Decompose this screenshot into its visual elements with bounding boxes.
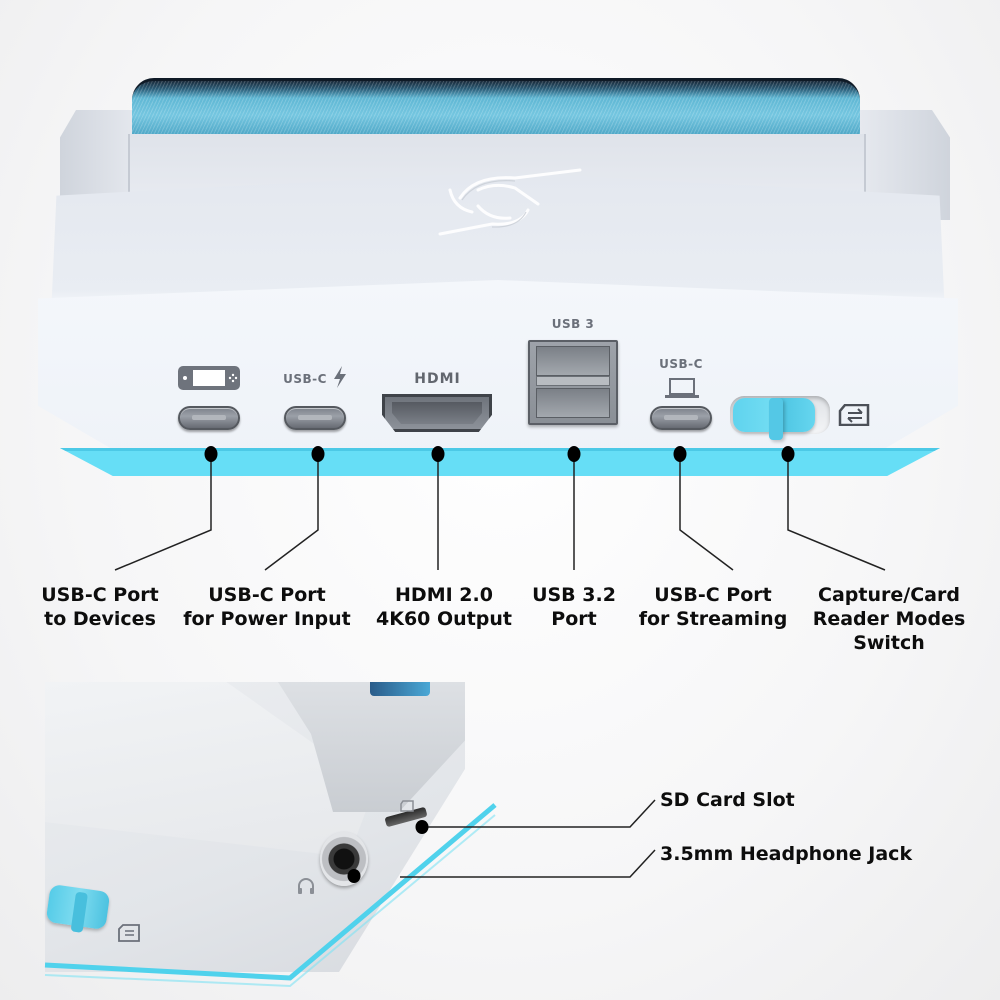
usb3-dual-port[interactable] — [528, 340, 618, 425]
callout-line: for Streaming — [638, 608, 788, 630]
callout-line: Switch — [853, 632, 925, 654]
callout-line: to Devices — [44, 608, 156, 630]
callout-line: Reader Modes — [812, 608, 966, 630]
side-dock-accent-stripe — [44, 803, 497, 988]
headphone-icon — [298, 878, 314, 894]
laptop-icon — [665, 378, 699, 398]
callout-sd-card-slot: SD Card Slot — [660, 789, 795, 811]
callout-usbc-devices: USB-C Port to Devices — [20, 583, 180, 631]
brand-swirl-logo-icon — [438, 168, 582, 236]
callout-usbc-power: USB-C Port for Power Input — [172, 583, 362, 631]
hdmi-label: HDMI — [414, 371, 461, 387]
side-callout-leader-lines — [400, 799, 656, 878]
callout-line: HDMI 2.0 — [395, 584, 493, 606]
card-swap-icon — [118, 924, 140, 942]
lightning-bolt-icon — [334, 366, 346, 388]
callout-line: 4K60 Output — [376, 608, 512, 630]
usb3-lower-slot[interactable] — [536, 388, 610, 418]
sd-card-icon — [400, 800, 414, 812]
callout-line: USB-C Port — [654, 584, 772, 606]
mode-switch-knob[interactable] — [733, 398, 815, 440]
callout-mode-switch: Capture/Card Reader Modes Switch — [804, 583, 974, 655]
usbc-devices-port[interactable] — [178, 406, 240, 430]
callout-leader-lines — [114, 446, 886, 571]
docked-console-screen-edge — [132, 78, 860, 138]
callout-line: USB 3.2 — [532, 584, 616, 606]
callout-headphone-jack: 3.5mm Headphone Jack — [660, 843, 913, 865]
callout-line: USB-C Port — [41, 584, 159, 606]
callout-usbc-streaming: USB-C Port for Streaming — [630, 583, 796, 631]
side-docked-console-edge — [370, 682, 430, 696]
headphone-callout-dot — [347, 869, 361, 883]
usb3-divider — [536, 376, 610, 386]
callout-usb3: USB 3.2 Port — [522, 583, 626, 631]
hdmi-port-inner — [392, 402, 482, 424]
dock-front-face — [38, 280, 958, 465]
usbc-power-port[interactable] — [284, 406, 346, 430]
usbc-stream-label: USB-C — [659, 357, 703, 371]
usb3-upper-slot[interactable] — [536, 346, 610, 376]
usbc-power-label: USB-C — [283, 372, 327, 386]
card-swap-icon — [838, 404, 870, 426]
callout-line: Capture/Card — [818, 584, 960, 606]
callout-line: for Power Input — [183, 608, 351, 630]
handheld-console-icon — [178, 366, 240, 390]
usbc-streaming-port[interactable] — [650, 406, 712, 430]
usb3-label: USB 3 — [551, 317, 595, 331]
side-mode-switch[interactable] — [45, 884, 111, 930]
callout-hdmi: HDMI 2.0 4K60 Output — [366, 583, 522, 631]
callout-line: Port — [551, 608, 597, 630]
callout-line: USB-C Port — [208, 584, 326, 606]
